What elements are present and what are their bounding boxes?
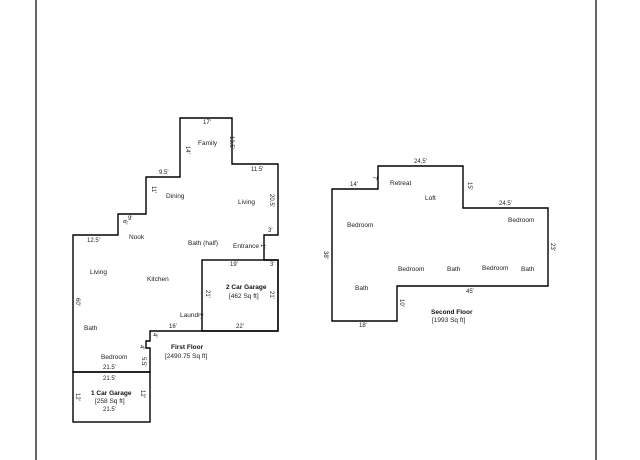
dim-left-11: 11'	[150, 186, 156, 193]
sf-dim-right-24-5: 24.5'	[499, 201, 512, 207]
garage1-dim-left: 12'	[74, 393, 80, 401]
room-kitchen: Kitchen	[147, 276, 169, 283]
second-floor-plan: Retreat Loft Bedroom Bedroom Bedroom Bat…	[322, 159, 555, 329]
garage1-area: [258 Sq ft]	[95, 398, 125, 405]
sf-dim-top: 24.5'	[414, 159, 427, 165]
sf-dim-right-15: 15'	[466, 182, 472, 190]
dim-step-9: 9'	[128, 216, 132, 222]
garage1-dim-right: 12'	[139, 390, 145, 398]
garage2-dim-bottom: 22'	[236, 324, 244, 330]
garage1-dim-bottom: 21.5'	[103, 407, 116, 413]
dim-step-12-5: 12.5'	[87, 238, 100, 244]
dim-left-6: 6'	[121, 220, 127, 224]
dim-right-3-upper: 3'	[268, 228, 272, 234]
first-floor-plan: Family Dining Living Nook Bath (half) En…	[72, 117, 279, 423]
dim-step-9-5: 9.5'	[159, 170, 169, 176]
dim-right-13-5: 13.5'	[228, 136, 234, 149]
sf-dim-bottom-18: 18'	[359, 323, 367, 329]
dim-bottom-16: 16'	[169, 324, 177, 330]
room-bedroom: Bedroom	[101, 354, 127, 361]
garage1-dim-top: 21.5'	[103, 376, 116, 382]
second-floor-outline	[331, 165, 549, 322]
room-bath-mid: Bath	[447, 266, 461, 273]
sf-dim-small-7: 7'	[371, 176, 377, 180]
dim-right-1: 1'	[259, 244, 265, 248]
second-floor-area: [1993 Sq ft]	[432, 317, 465, 324]
dim-right-20-5: 20.5'	[268, 194, 274, 207]
garage2-area: [462 Sq ft]	[229, 293, 259, 300]
garage1-title: 1 Car Garage	[91, 390, 132, 397]
dim-top-17: 17'	[203, 120, 211, 126]
sf-dim-bottom-45: 45'	[466, 289, 474, 295]
sf-dim-right-23: 23'	[549, 243, 555, 251]
room-living-lower: Living	[90, 269, 107, 276]
room-bedroom-mid2: Bedroom	[482, 265, 508, 272]
garage2-dim-top: 19'	[230, 262, 238, 268]
room-entrance: Entrance	[233, 243, 259, 250]
room-loft: Loft	[425, 195, 436, 202]
first-floor-title: First Floor	[171, 344, 204, 351]
room-living-upper: Living	[238, 199, 255, 206]
dim-bottom-21-5: 21.5'	[103, 365, 116, 371]
two-car-garage-outline	[201, 259, 279, 332]
room-bath-right: Bath	[521, 266, 535, 273]
dim-left-14: 14'	[184, 146, 190, 154]
garage2-dim-left: 21'	[204, 290, 210, 298]
room-retreat: Retreat	[390, 180, 412, 187]
dim-small-4-upper: 4'	[151, 333, 157, 337]
dim-small-5-5: 5.5'	[140, 357, 146, 367]
first-floor-area: [2490.75 Sq ft]	[165, 353, 207, 360]
room-bedroom-left: Bedroom	[347, 222, 373, 229]
room-nook: Nook	[129, 234, 145, 241]
sf-dim-step-14: 14'	[350, 182, 358, 188]
dim-step-11-5: 11.5'	[251, 167, 263, 173]
dim-small-4-mid: 4'	[138, 345, 144, 349]
room-laundry: Laundry	[180, 312, 204, 319]
room-bath-half: Bath (half)	[188, 240, 218, 247]
room-bath-left: Bath	[355, 285, 369, 292]
room-bedroom-right: Bedroom	[508, 217, 534, 224]
dim-left-60: 60'	[74, 298, 80, 306]
garage2-dim-right-3: 3'	[270, 262, 274, 268]
first-floor-outline	[72, 117, 279, 373]
garage2-title: 2 Car Garage	[226, 284, 267, 291]
garage2-dim-right: 21'	[268, 291, 274, 299]
one-car-garage-outline	[72, 371, 151, 423]
room-bedroom-mid1: Bedroom	[398, 266, 424, 273]
sf-dim-left-38: 38'	[322, 251, 328, 259]
room-dining: Dining	[166, 193, 185, 200]
room-bath: Bath	[84, 325, 98, 332]
second-floor-title: Second Floor	[431, 309, 473, 316]
sf-dim-small-10: 10'	[398, 299, 404, 307]
room-family: Family	[198, 140, 218, 147]
